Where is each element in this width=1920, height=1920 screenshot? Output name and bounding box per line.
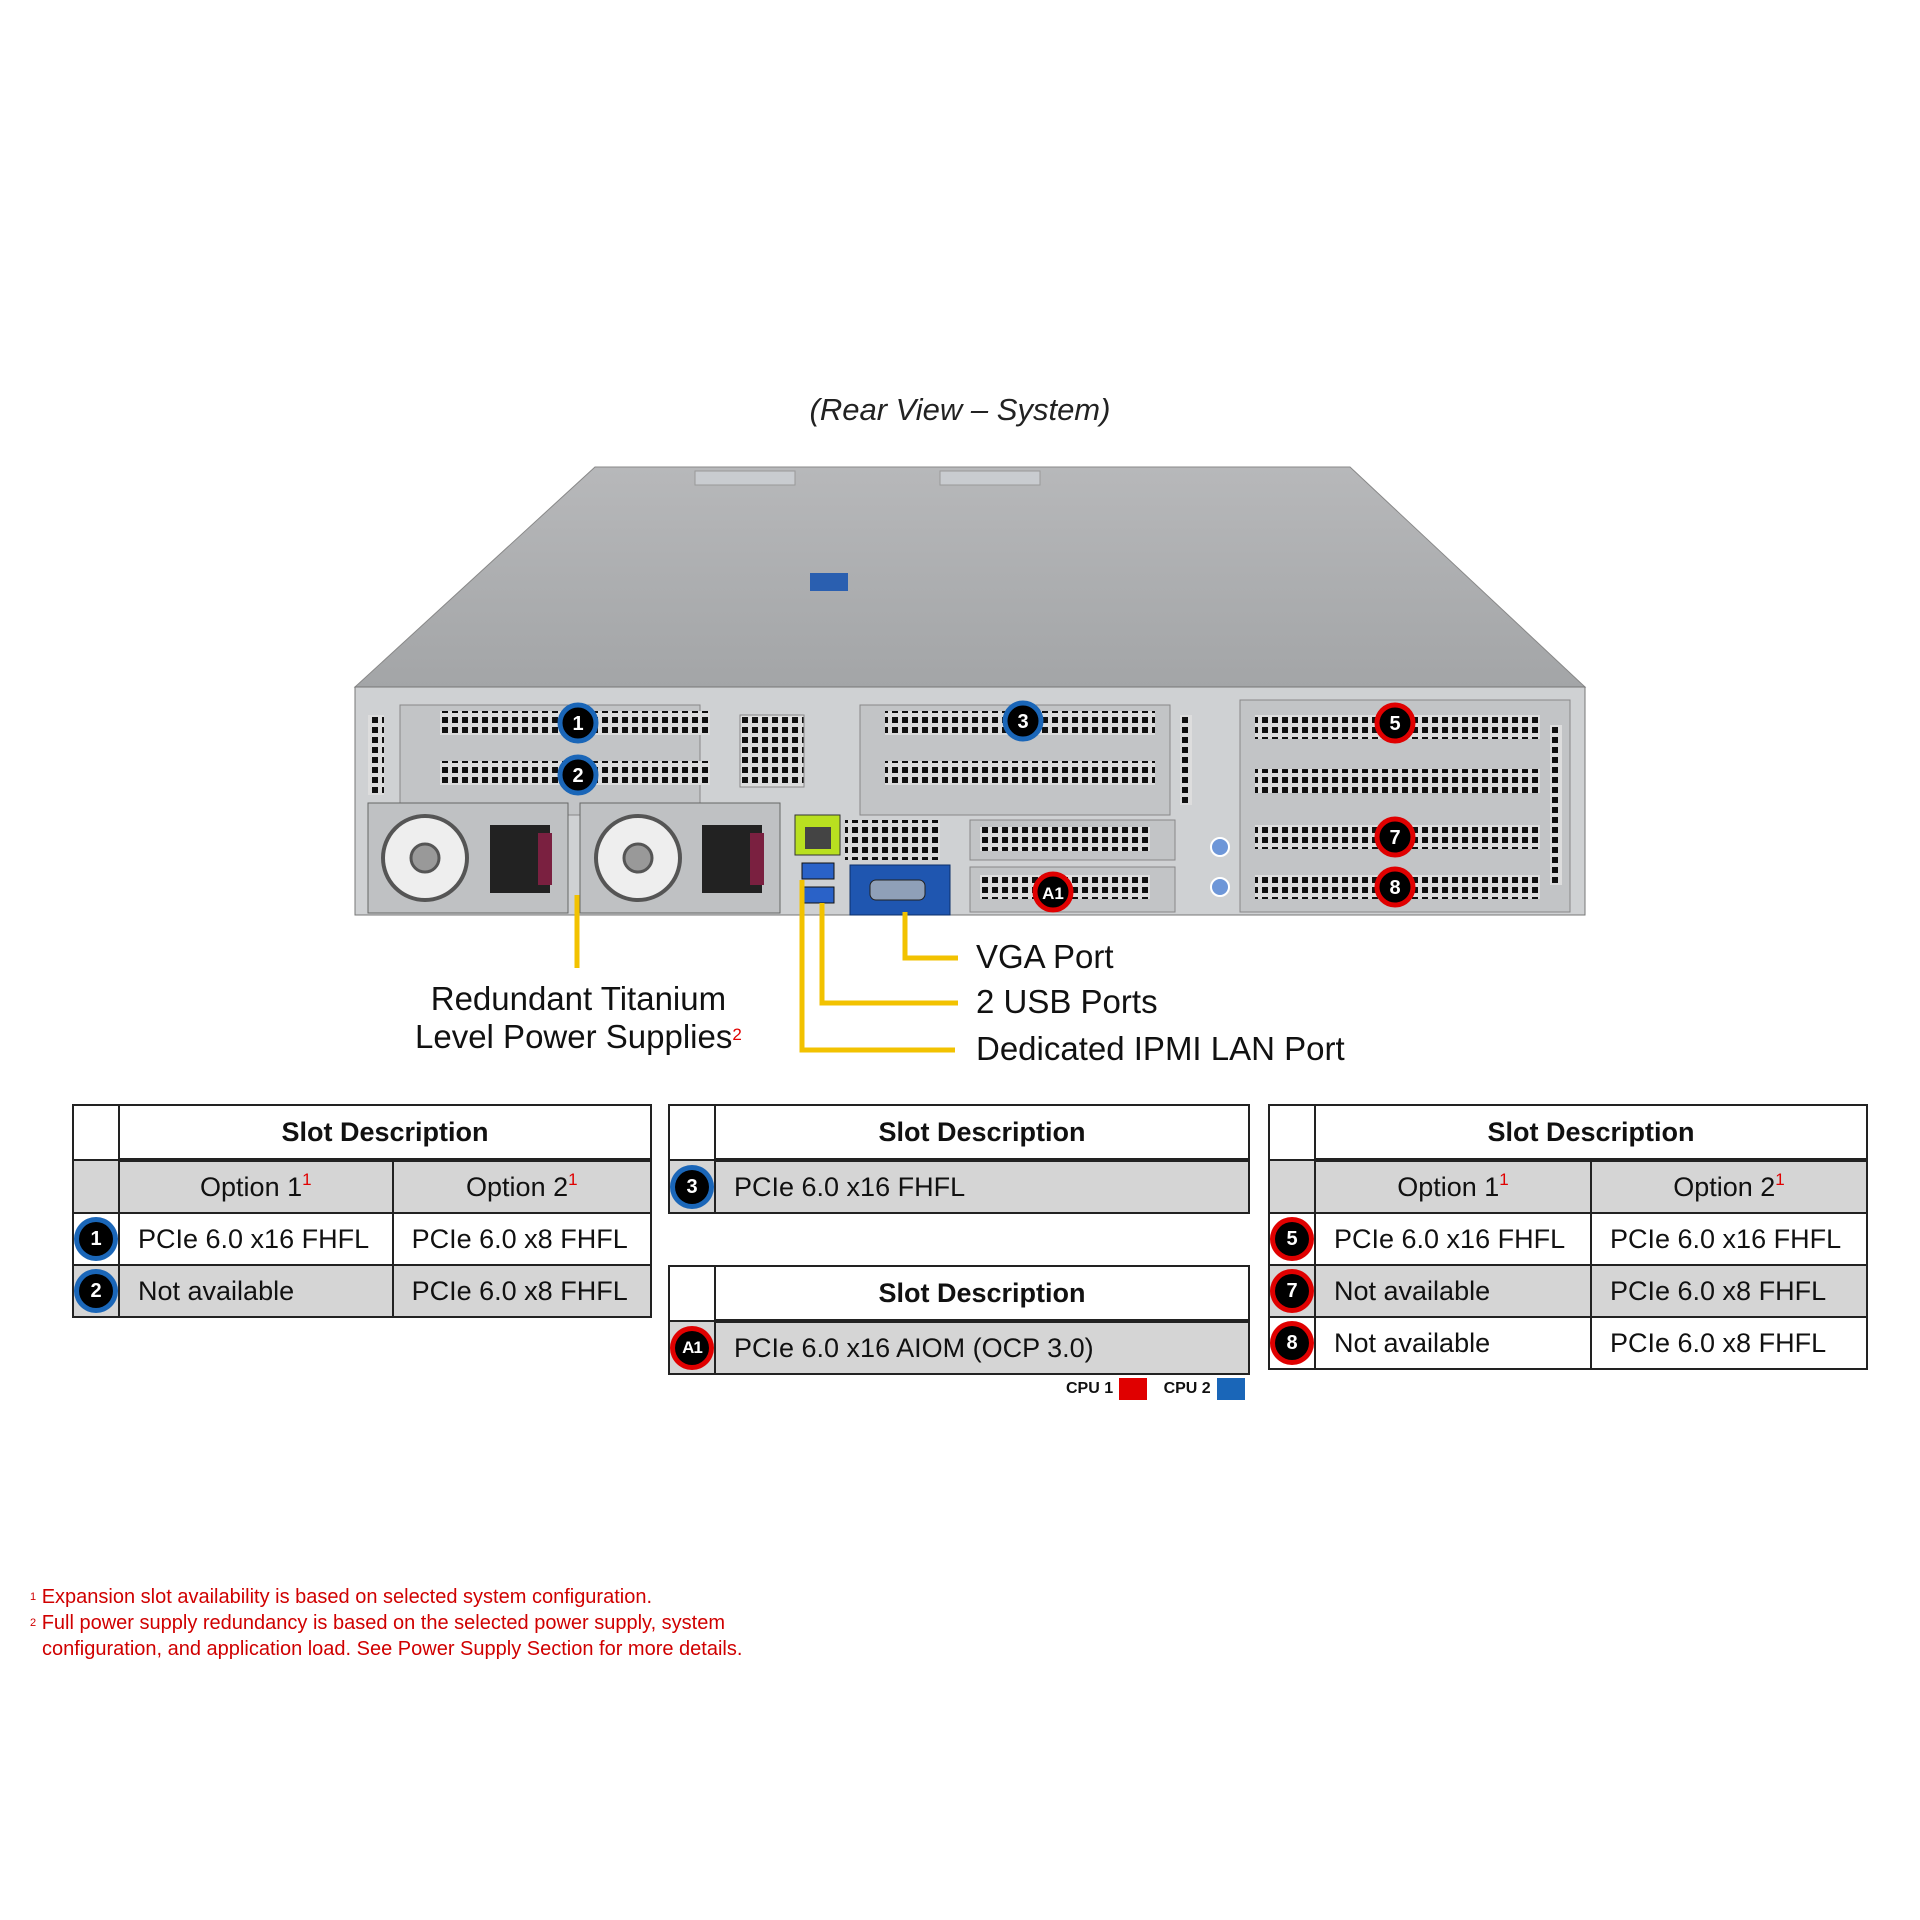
table-corner [72, 1159, 120, 1214]
badge-2: 2 [557, 754, 599, 796]
description-cell: PCIe 6.0 x16 AIOM (OCP 3.0) [714, 1320, 1250, 1375]
svg-text:A1: A1 [1042, 884, 1064, 903]
option1-cell: PCIe 6.0 x16 FHFL [118, 1212, 394, 1266]
slot-badge: 7 [1275, 1274, 1309, 1308]
slot-table-left: Slot Description Option 11 Option 21 1 P… [72, 1104, 653, 1318]
table-corner [668, 1265, 716, 1322]
vga-callout-line [902, 912, 958, 961]
option1-cell: Not available [1314, 1264, 1592, 1318]
table-corner [1268, 1104, 1316, 1161]
svg-text:2: 2 [572, 765, 583, 787]
table-row: 2 Not available PCIe 6.0 x8 FHFL [72, 1264, 653, 1318]
table-corner [1268, 1159, 1316, 1214]
power-supply-label-line2: Level Power Supplies [415, 1018, 733, 1055]
option1-cell: Not available [118, 1264, 394, 1318]
server-rear-illustration: 1 2 3 5 7 8 A1 [353, 466, 1587, 916]
svg-text:1: 1 [572, 713, 583, 735]
option2-cell: PCIe 6.0 x8 FHFL [1590, 1264, 1868, 1318]
footnotes: 1 Expansion slot availability is based o… [30, 1584, 742, 1662]
table-row: A1 PCIe 6.0 x16 AIOM (OCP 3.0) [668, 1320, 1250, 1375]
footnote-2: 2 Full power supply redundancy is based … [30, 1612, 726, 1634]
option2-header: Option 21 [1590, 1159, 1868, 1214]
slot-badge: 5 [1275, 1222, 1309, 1256]
description-cell: PCIe 6.0 x16 FHFL [714, 1159, 1250, 1214]
ipmi-port-label: Dedicated IPMI LAN Port [976, 1030, 1345, 1067]
badge-1: 1 [557, 702, 599, 744]
badge-7: 7 [1374, 816, 1416, 858]
table-row: 3 PCIe 6.0 x16 FHFL [668, 1159, 1250, 1214]
slot-table-middle-top: Slot Description 3 PCIe 6.0 x16 FHFL [668, 1104, 1250, 1214]
ipmi-callout-line [799, 880, 955, 1053]
slot-badge: 3 [675, 1169, 709, 1204]
table-header: Slot Description [714, 1265, 1250, 1323]
table-row: 1 PCIe 6.0 x16 FHFL PCIe 6.0 x8 FHFL [72, 1212, 653, 1266]
table-header: Slot Description [1314, 1104, 1868, 1162]
table-row: 8 Not available PCIe 6.0 x8 FHFL [1268, 1316, 1868, 1370]
power-supply-label-line1: Redundant Titanium [430, 980, 727, 1017]
option2-cell: PCIe 6.0 x16 FHFL [1590, 1212, 1868, 1266]
option1-header: Option 11 [118, 1159, 394, 1214]
badge-a1: A1 [1032, 871, 1074, 913]
slot-badge: 1 [79, 1222, 113, 1256]
slot-badge: 8 [1275, 1326, 1309, 1360]
table-row: 5 PCIe 6.0 x16 FHFL PCIe 6.0 x16 FHFL [1268, 1212, 1868, 1266]
power-supply-label: Redundant Titanium Level Power Supplies2 [415, 980, 742, 1056]
legend-cpu2-swatch [1216, 1378, 1245, 1400]
svg-text:3: 3 [1017, 711, 1028, 733]
footnote-2-continued: configuration, and application load. See… [42, 1638, 743, 1660]
option1-cell: PCIe 6.0 x16 FHFL [1314, 1212, 1592, 1266]
badge-3: 3 [1002, 700, 1044, 742]
svg-text:5: 5 [1389, 713, 1400, 735]
slot-badge: A1 [675, 1330, 709, 1365]
table-corner [72, 1104, 120, 1161]
badge-8: 8 [1374, 866, 1416, 908]
legend-cpu1-swatch [1119, 1378, 1148, 1400]
table-corner [668, 1104, 716, 1161]
table-header: Slot Description [118, 1104, 652, 1162]
cpu-legend: CPU 1 CPU 2 [1066, 1378, 1257, 1400]
view-title: (Rear View – System) [809, 392, 1111, 427]
table-header: Slot Description [714, 1104, 1250, 1162]
slot-table-right: Slot Description Option 11 Option 21 5 P… [1268, 1104, 1868, 1370]
table-row: 7 Not available PCIe 6.0 x8 FHFL [1268, 1264, 1868, 1318]
legend-cpu1-label: CPU 1 [1066, 1380, 1114, 1398]
option2-cell: PCIe 6.0 x8 FHFL [391, 1264, 653, 1318]
slot-badge: 2 [79, 1274, 113, 1308]
option2-cell: PCIe 6.0 x8 FHFL [391, 1212, 653, 1266]
legend-cpu2-label: CPU 2 [1163, 1380, 1211, 1398]
option2-header: Option 21 [391, 1159, 653, 1214]
usb-ports-label: 2 USB Ports [976, 983, 1158, 1020]
power-footnote-ref: 2 [732, 1025, 742, 1044]
footnote-1: 1 Expansion slot availability is based o… [30, 1586, 653, 1608]
option1-cell: Not available [1314, 1316, 1592, 1370]
option2-cell: PCIe 6.0 x8 FHFL [1590, 1316, 1868, 1370]
vga-port-label: VGA Port [976, 938, 1114, 975]
svg-text:7: 7 [1389, 827, 1400, 849]
slot-table-middle-bottom: Slot Description A1 PCIe 6.0 x16 AIOM (O… [668, 1265, 1250, 1375]
usb-callout-line [819, 903, 958, 1006]
svg-text:8: 8 [1389, 877, 1400, 899]
option1-header: Option 11 [1314, 1159, 1592, 1214]
badge-5: 5 [1374, 702, 1416, 744]
